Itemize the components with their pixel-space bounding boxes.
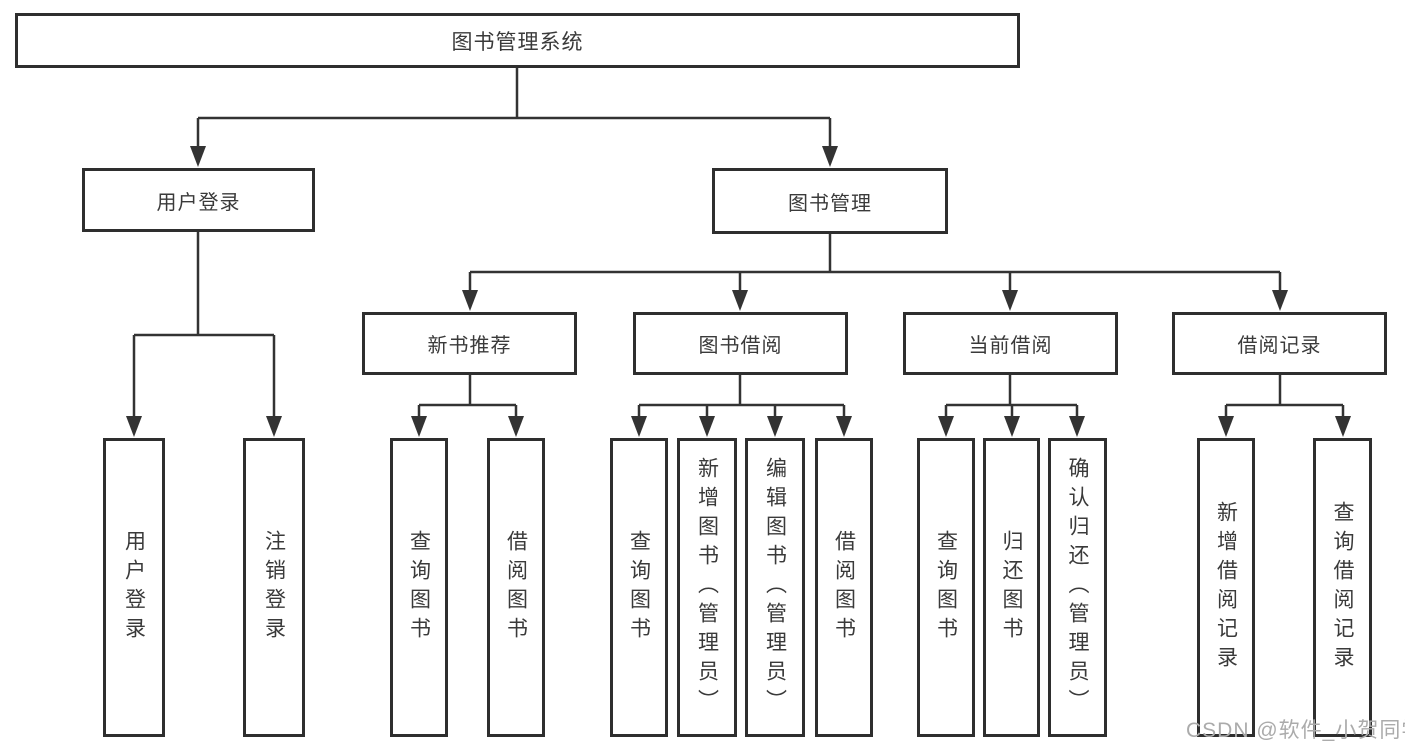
leaf-borrow-books-recommend: 借阅图书: [487, 438, 545, 737]
leaf-add-borrow-record: 新增借阅记录: [1197, 438, 1255, 737]
leaf-query-books-borrow: 查询图书: [610, 438, 668, 737]
leaf-confirm-return-admin: 确认归还（管理员）: [1048, 438, 1107, 737]
leaf-query-borrow-record: 查询借阅记录: [1313, 438, 1372, 737]
leaf-user-login: 用户登录: [103, 438, 165, 737]
leaf-logout: 注销登录: [243, 438, 305, 737]
node-current-borrowing: 当前借阅: [903, 312, 1118, 375]
node-book-borrowing: 图书借阅: [633, 312, 848, 375]
leaf-edit-book-admin: 编辑图书（管理员）: [745, 438, 805, 737]
leaf-borrow-books: 借阅图书: [815, 438, 873, 737]
leaf-query-books-recommend: 查询图书: [390, 438, 448, 737]
leaf-query-books-current: 查询图书: [917, 438, 975, 737]
arrowheads: [126, 146, 1351, 437]
csdn-watermark: CSDN @软件_小贺同学: [1186, 719, 1405, 742]
node-new-book-recommendation: 新书推荐: [362, 312, 577, 375]
tree-edges: [132, 68, 1345, 418]
node-book-management: 图书管理: [712, 168, 948, 234]
node-borrowing-records: 借阅记录: [1172, 312, 1387, 375]
leaf-return-books: 归还图书: [983, 438, 1040, 737]
node-user-login: 用户登录: [82, 168, 315, 232]
leaf-add-book-admin: 新增图书（管理员）: [677, 438, 737, 737]
node-library-management-system: 图书管理系统: [15, 13, 1020, 68]
